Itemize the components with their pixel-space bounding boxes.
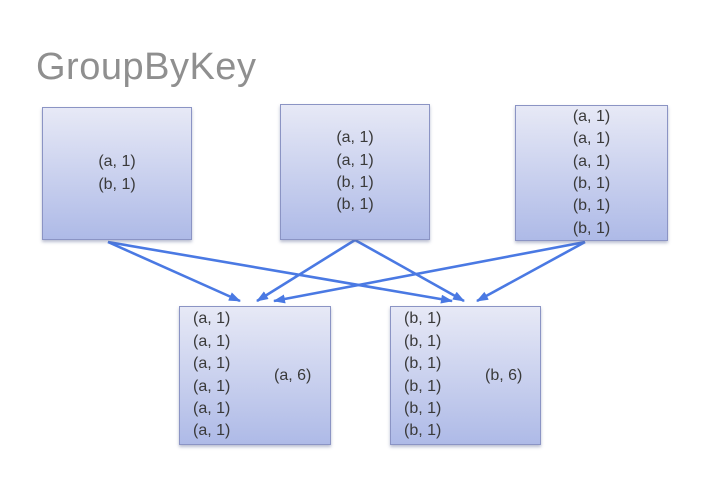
box-partition-3: (a, 1) (a, 1) (a, 1) (b, 1) (b, 1) (b, 1) <box>515 105 668 241</box>
tuple-text: (a, 1) <box>336 151 374 169</box>
tuple-text: (b, 1) <box>336 196 374 214</box>
tuple-text: (a, 1) <box>193 399 231 417</box>
shuffle-arrow-partition-2-to-group-b <box>354 238 465 303</box>
box-partition-2: (a, 1) (a, 1) (b, 1) (b, 1) <box>280 104 430 240</box>
shuffle-arrow-partition-3-to-group-b <box>476 240 586 303</box>
shuffle-arrow-partition-3-to-group-a <box>273 240 586 304</box>
tuple-text: (a, 1) <box>336 129 374 147</box>
slide-title: GroupByKey <box>36 46 257 88</box>
tuple-text: (a, 1) <box>572 152 611 170</box>
tuple-text: (b, 1) <box>572 175 611 192</box>
tuple-text: (b, 1) <box>98 175 136 193</box>
tuple-text: (b, 1) <box>404 377 442 395</box>
tuple-text: (a, 1) <box>193 377 231 395</box>
box-partition-1: (a, 1) (b, 1) <box>42 107 192 240</box>
tuple-text: (b, 1) <box>336 174 374 191</box>
tuple-text: (b, 1) <box>404 355 442 373</box>
tuple-text: (a, 1) <box>193 422 231 440</box>
box-group-b: (b, 1) (b, 1) (b, 1) (b, 1) (b, 1) (b, 1) (b, … <box>390 306 541 445</box>
tuple-text: (b, 1) <box>404 332 442 350</box>
tuple-text: (a, 1) <box>572 130 611 148</box>
shuffle-arrow-partition-2-to-group-a <box>256 238 356 303</box>
shuffle-arrow-partition-1-to-group-a <box>107 240 241 303</box>
result-label-group-b: (b, 6) <box>485 366 523 384</box>
tuple-text: (a, 1) <box>193 332 231 350</box>
tuple-text: (b, 1) <box>404 422 442 440</box>
shuffle-arrow-partition-1-to-group-b <box>107 240 453 304</box>
tuple-text: (b, 1) <box>572 219 611 237</box>
tuple-text: (b, 1) <box>404 310 442 328</box>
tuple-text: (a, 1) <box>572 107 611 125</box>
tuple-text: (b, 1) <box>572 197 611 215</box>
tuple-text: (a, 1) <box>98 153 136 171</box>
tuple-text: (b, 1) <box>404 399 442 417</box>
tuple-text: (a, 1) <box>193 355 231 373</box>
tuple-text: (a, 1) <box>193 310 231 328</box>
box-group-a: (a, 1) (a, 1) (a, 1) (a, 1) (a, 1) (a, 1) (a, … <box>179 306 331 445</box>
result-label-group-a: (a, 6) <box>274 366 312 384</box>
